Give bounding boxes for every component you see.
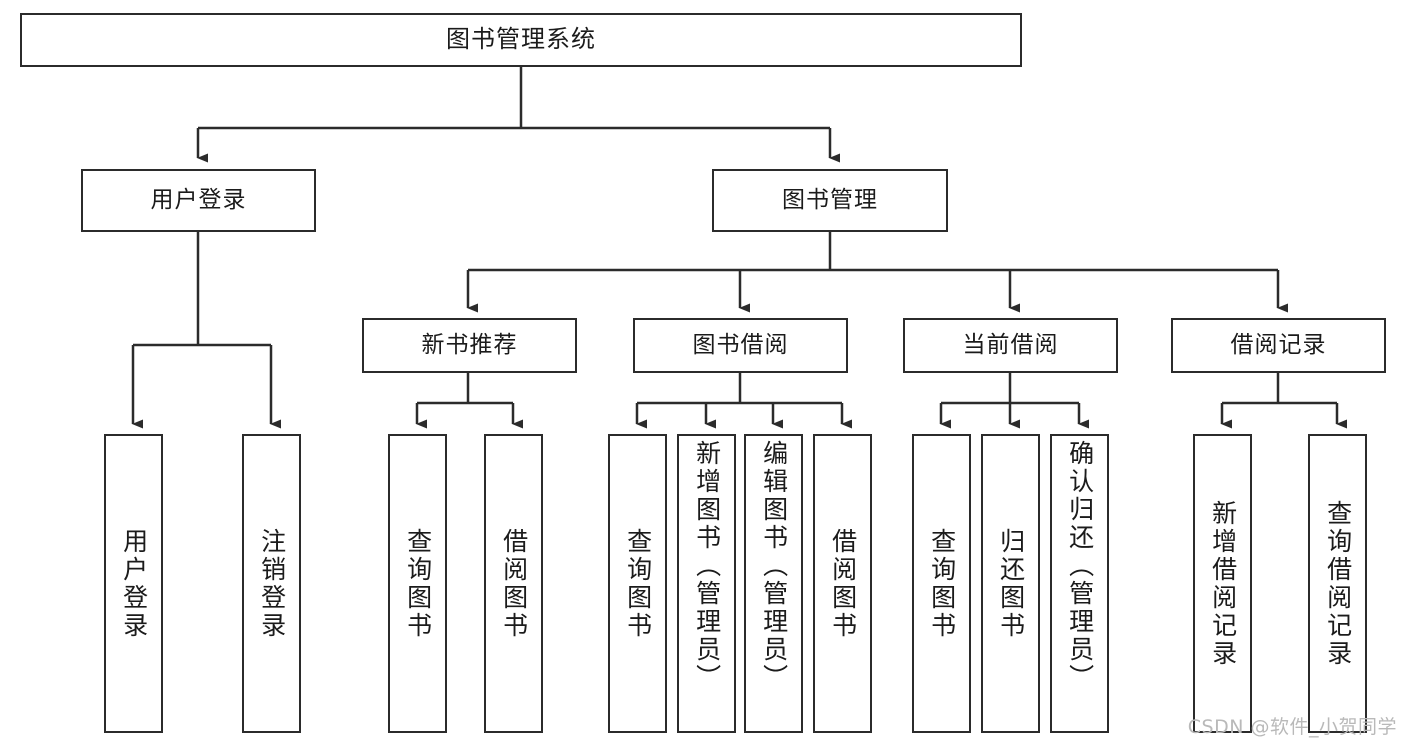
leaf-book-borrow-query[interactable]: 查询图书	[608, 434, 667, 733]
leaf-book-borrow-add[interactable]: 新增图书（管理员）	[677, 434, 736, 733]
leaf-book-borrow-add-label: 新增图书（管理员）	[692, 440, 722, 692]
leaf-current-borrow-return[interactable]: 归还图书	[981, 434, 1040, 733]
leaf-user-login-signin[interactable]: 用户登录	[104, 434, 163, 733]
leaf-book-borrow-query-label: 查询图书	[623, 527, 653, 640]
node-borrow-record-label: 借阅记录	[1230, 332, 1327, 359]
leaf-current-borrow-query-label: 查询图书	[927, 527, 957, 640]
node-book-management-label: 图书管理	[782, 187, 878, 214]
node-new-book-recommend[interactable]: 新书推荐	[362, 318, 577, 373]
leaf-borrow-record-query-label: 查询借阅记录	[1323, 499, 1353, 668]
leaf-borrow-record-query[interactable]: 查询借阅记录	[1308, 434, 1367, 733]
node-root-system[interactable]: 图书管理系统	[20, 13, 1022, 67]
leaf-borrow-record-add[interactable]: 新增借阅记录	[1193, 434, 1252, 733]
leaf-new-book-borrow[interactable]: 借阅图书	[484, 434, 543, 733]
node-user-login-label: 用户登录	[150, 187, 247, 214]
leaf-user-login-signin-label: 用户登录	[119, 527, 149, 640]
node-borrow-record[interactable]: 借阅记录	[1171, 318, 1386, 373]
node-root-system-label: 图书管理系统	[446, 25, 596, 54]
leaf-new-book-query[interactable]: 查询图书	[388, 434, 447, 733]
node-new-book-recommend-label: 新书推荐	[421, 332, 518, 359]
leaf-current-borrow-confirm-return[interactable]: 确认归还（管理员）	[1050, 434, 1109, 733]
leaf-book-borrow-borrow[interactable]: 借阅图书	[813, 434, 872, 733]
leaf-book-borrow-edit[interactable]: 编辑图书（管理员）	[744, 434, 803, 733]
leaf-new-book-borrow-label: 借阅图书	[499, 527, 529, 640]
leaf-borrow-record-add-label: 新增借阅记录	[1208, 499, 1238, 668]
csdn-watermark: CSDN @软件_小贺同学	[1187, 716, 1397, 738]
leaf-user-login-signout[interactable]: 注销登录	[242, 434, 301, 733]
leaf-current-borrow-confirm-return-label: 确认归还（管理员）	[1065, 440, 1095, 692]
leaf-user-login-signout-label: 注销登录	[257, 527, 287, 640]
node-current-borrow[interactable]: 当前借阅	[903, 318, 1118, 373]
node-book-borrow-label: 图书借阅	[692, 332, 789, 359]
node-book-borrow[interactable]: 图书借阅	[633, 318, 848, 373]
leaf-current-borrow-query[interactable]: 查询图书	[912, 434, 971, 733]
node-book-management[interactable]: 图书管理	[712, 169, 948, 232]
node-user-login[interactable]: 用户登录	[81, 169, 316, 232]
leaf-new-book-query-label: 查询图书	[403, 527, 433, 640]
node-current-borrow-label: 当前借阅	[962, 332, 1059, 359]
leaf-book-borrow-borrow-label: 借阅图书	[828, 527, 858, 640]
leaf-book-borrow-edit-label: 编辑图书（管理员）	[759, 440, 789, 692]
leaf-current-borrow-return-label: 归还图书	[996, 527, 1026, 640]
